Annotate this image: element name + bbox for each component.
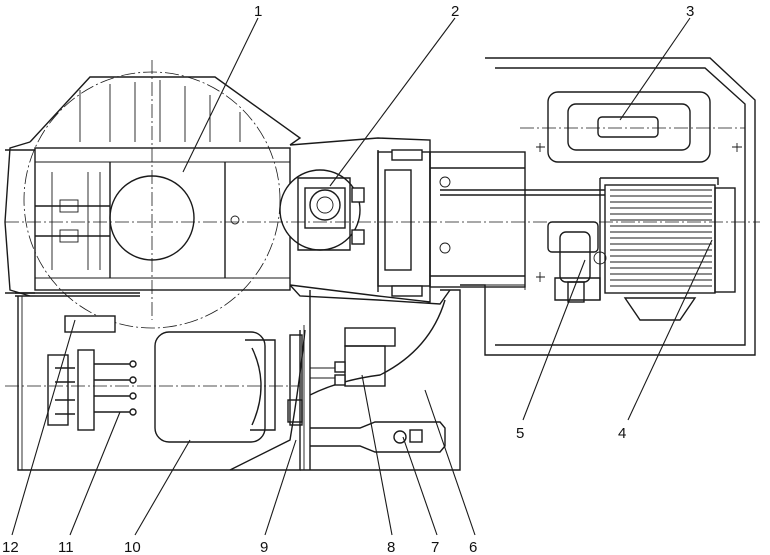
callout-2: 2 [451, 3, 459, 20]
callout-3: 3 [686, 3, 694, 20]
callout-10: 10 [124, 539, 141, 555]
callout-4: 4 [618, 425, 626, 442]
upper-frame [4, 71, 302, 329]
callout-6: 6 [469, 539, 477, 555]
leader-lines [11, 17, 713, 536]
winch-house [440, 57, 756, 356]
callout-11: 11 [58, 539, 74, 555]
callout-12: 12 [2, 539, 19, 555]
boom [279, 137, 526, 305]
callout-9: 9 [260, 539, 268, 555]
callout-numbers: 1 2 3 4 5 6 7 8 9 10 11 12 [2, 3, 694, 555]
control-levers [47, 349, 137, 431]
drum-windings [610, 189, 712, 287]
callout-7: 7 [431, 539, 439, 555]
callout-5: 5 [516, 425, 524, 442]
lower-cabin [5, 60, 760, 471]
callout-1: 1 [254, 3, 262, 20]
callout-8: 8 [387, 539, 395, 555]
